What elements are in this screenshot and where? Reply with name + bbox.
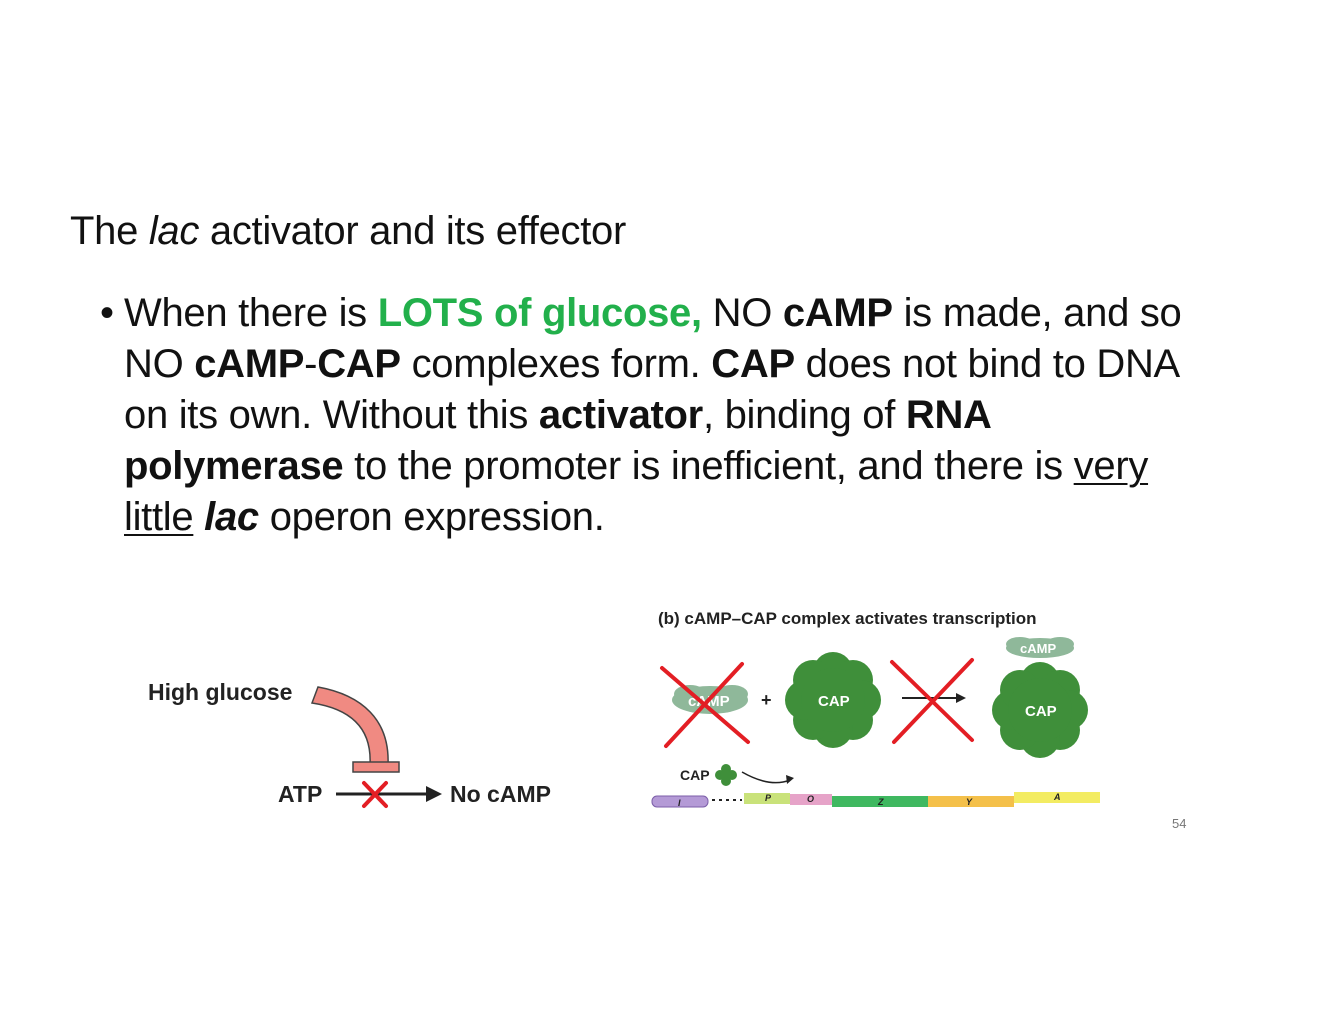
- very-little-text: very little: [124, 444, 1149, 539]
- text-run: operon expression.: [258, 495, 605, 539]
- binding-cross-icon: [890, 658, 974, 744]
- inhibition-arrow-icon: [310, 686, 389, 766]
- gene-i-segment: [651, 795, 709, 808]
- text-run: does not bind to DNA on its own. Without…: [124, 342, 1178, 437]
- gene-p-segment: [744, 793, 790, 804]
- gene-a-segment: [1014, 792, 1100, 803]
- gene-label: P: [765, 793, 772, 803]
- camp-term: cAMP: [194, 342, 305, 386]
- slide-number: 54: [1172, 816, 1187, 831]
- small-cap-icon: [715, 764, 737, 786]
- gene-label: I: [678, 798, 681, 808]
- gene-z-segment: [832, 796, 928, 807]
- transcription-arc: [741, 771, 791, 784]
- cap-term: CAP: [317, 342, 401, 386]
- camp-cap-diagram: (b) cAMP–CAP complex activates transcrip…: [651, 609, 1100, 808]
- text-run: is made, and so NO: [124, 291, 1182, 386]
- activator-term: activator: [538, 393, 703, 437]
- gene-y-segment: [928, 796, 1014, 807]
- bullet-text: When there is LOTS of glucose, NO cAMP i…: [124, 288, 1220, 543]
- dna-strand: I P O Z Y A: [651, 792, 1100, 808]
- binding-arrowhead-icon: [956, 693, 966, 703]
- figure-title: (b) cAMP–CAP complex activates transcrip…: [658, 609, 1037, 628]
- gene-label: A: [1053, 792, 1061, 802]
- cap-label: CAP: [818, 693, 850, 710]
- high-glucose-label: High glucose: [148, 679, 292, 705]
- atp-label: ATP: [278, 781, 322, 807]
- camp-cap-complex-icon: cAMP CAP: [992, 637, 1088, 758]
- title-post: activator and its effector: [199, 209, 627, 253]
- gene-o-segment: [790, 794, 832, 805]
- glucose-inhibition-diagram: High glucose ATP No cAMP: [148, 679, 551, 808]
- gene-label: Z: [877, 797, 884, 807]
- text-run: NO: [701, 291, 783, 335]
- text-run: to the promoter is inefficient, and ther…: [343, 444, 1074, 488]
- text-run: [193, 495, 204, 539]
- red-x-icon: [362, 781, 388, 808]
- cap-term: CAP: [711, 342, 795, 386]
- complex-cap-label: CAP: [1025, 703, 1057, 720]
- camp-term: cAMP: [782, 291, 893, 335]
- title-italic: lac: [148, 209, 200, 253]
- title-pre: The: [70, 209, 149, 253]
- cap-protein-icon: CAP: [785, 652, 881, 748]
- text-run: complexes form.: [400, 342, 712, 386]
- complex-camp-label: cAMP: [1020, 641, 1056, 656]
- dna-cap-label: CAP: [680, 767, 710, 783]
- text-run: -: [304, 342, 318, 386]
- plus-sign: +: [761, 690, 772, 710]
- bullet-dot-icon: •: [100, 291, 114, 335]
- lots-of-glucose-text: LOTS of glucose,: [377, 291, 702, 335]
- text-run: When there is: [124, 291, 378, 335]
- rna-polymerase-term: RNA polymerase: [124, 393, 991, 488]
- lac-term: lac: [204, 495, 259, 539]
- camp-cross-icon: [660, 662, 750, 748]
- no-camp-label: No cAMP: [450, 781, 551, 807]
- slide-title: The lac activator and its effector: [70, 205, 626, 257]
- gene-label: O: [807, 794, 814, 804]
- gene-label: Y: [966, 797, 973, 807]
- text-run: , binding of: [702, 393, 906, 437]
- reaction-arrowhead-icon: [426, 786, 442, 802]
- inhibition-bar-icon: [352, 761, 400, 773]
- bullet-point: • When there is LOTS of glucose, NO cAMP…: [100, 288, 1220, 543]
- transcription-arrowhead-icon: [786, 775, 794, 784]
